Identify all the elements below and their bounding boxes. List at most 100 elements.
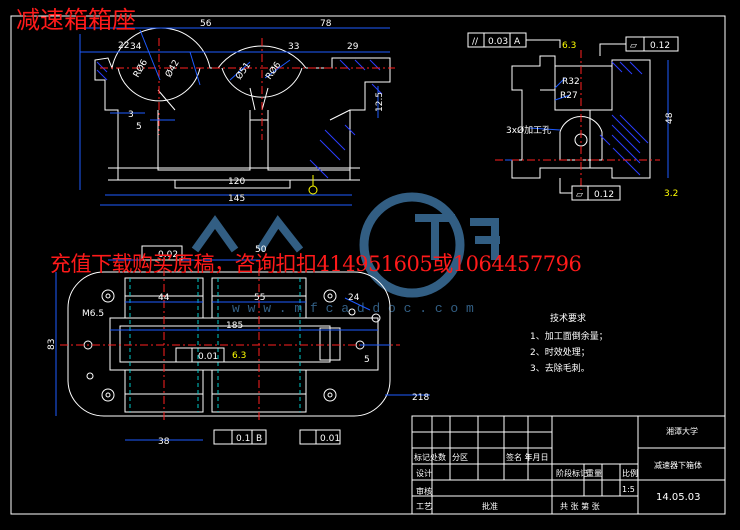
top-inner-box: [109, 317, 379, 371]
top-tol-mid: 0.01: [198, 352, 218, 362]
side-tol-flat-top: [599, 36, 679, 56]
tb-sheets: 共 张 第 张: [560, 501, 600, 511]
tech-item-3: 3、去除毛刺。: [530, 362, 590, 374]
top-dim-5: 5: [364, 355, 370, 365]
side-tol-parallel: [467, 32, 561, 48]
dim-r-big-right: Ø51: [233, 60, 253, 82]
tb-stage: 阶段标记: [556, 468, 588, 478]
side-centerlines: [495, 50, 660, 190]
tb-sign-date: 签名 年月日: [506, 452, 549, 462]
front-datum-circle: [308, 185, 318, 195]
dim-120: 120: [228, 177, 245, 187]
front-inner-walls: [157, 110, 350, 171]
top-tol-bottom: 0.1: [236, 434, 250, 444]
side-view: // 0.03 A 6.3 ▱ 0.12 R32 R27 3xØ加工孔 48 ▱…: [467, 32, 679, 201]
tol-flat-top-value: 0.12: [650, 41, 670, 51]
top-bolt-holes: [83, 289, 381, 402]
tech-item-1: 1、加工面倒余量；: [530, 330, 608, 342]
top-dim-218: 218: [412, 393, 429, 403]
side-hatch: [599, 61, 649, 176]
tb-approve: 批准: [482, 501, 498, 511]
top-tol-frames: [141, 245, 341, 445]
top-outline: [67, 271, 391, 417]
side-dims: [505, 60, 669, 178]
top-dim-50: 50: [255, 245, 267, 255]
dim-34: 34: [130, 42, 142, 52]
note-holes: 3xØ加工孔: [506, 125, 551, 136]
dim-r27: R27: [560, 91, 578, 101]
tech-requirements: 技术要求 1、加工面倒余量； 2、时效处理； 3、去除毛刺。: [530, 312, 608, 374]
top-dim-38: 38: [158, 437, 170, 447]
top-dim-185: 185: [226, 321, 243, 331]
watermark-circle-icon: [359, 192, 465, 298]
dim-r-small-right: RØ6: [263, 60, 283, 82]
tb-design: 设计: [416, 468, 432, 478]
watermark-logo: w w w . m f c a d d o c . c o m: [191, 192, 500, 316]
side-tol-flat-bottom: [559, 178, 621, 201]
dim-r-small-left: Ø42: [163, 58, 182, 80]
top-roughness-mid: 6.3: [232, 351, 246, 361]
tol-parallel-symbol: //: [472, 37, 479, 47]
tol-flat-bottom-value: 0.12: [594, 190, 614, 200]
tb-ratio: 比例: [622, 468, 638, 478]
side-boss: [559, 116, 603, 161]
front-ribs: [157, 87, 351, 121]
top-text: 0.02 50 44 55 M6.5 83 185 24 5 218 38 0.…: [47, 245, 429, 447]
tb-drawing-name: 减速器下箱体: [654, 460, 702, 470]
dim-33: 33: [288, 42, 299, 52]
dim-56: 56: [200, 19, 212, 29]
dim-22: 22: [118, 41, 129, 51]
top-dim-55: 55: [254, 293, 265, 303]
dim-78: 78: [320, 19, 332, 29]
dim-12-5: 12.5: [375, 92, 385, 112]
watermark-glyphs: [191, 214, 500, 260]
dim-29: 29: [347, 42, 359, 52]
top-centerlines: [60, 268, 400, 420]
top-tol-bottom-datum: B: [256, 434, 262, 444]
top-tol-bottom-right: 0.01: [320, 434, 340, 444]
tol-parallel-value: 0.03: [488, 37, 508, 47]
dim-145: 145: [228, 194, 245, 204]
top-dim-83: 83: [47, 339, 57, 350]
dim-5: 5: [136, 122, 142, 132]
drawing-title-overlay: 减速箱箱座: [16, 6, 136, 34]
top-view: 0.02 50 44 55 M6.5 83 185 24 5 218 38 0.…: [47, 245, 430, 447]
top-tol-top: 0.02: [158, 250, 178, 260]
top-slot: [319, 327, 341, 361]
tb-weight: 重量: [586, 468, 602, 478]
top-dim-44: 44: [158, 293, 170, 303]
front-centerlines: [100, 38, 395, 140]
tol-parallel-datum: A: [514, 37, 521, 47]
tech-title: 技术要求: [550, 312, 586, 324]
tech-item-2: 2、时效处理；: [530, 346, 590, 358]
side-text: // 0.03 A 6.3 ▱ 0.12 R32 R27 3xØ加工孔 48 ▱…: [472, 37, 678, 200]
watermark-url: w w w . m f c a d d o c . c o m: [232, 301, 474, 316]
tb-mark: 标记处数: [414, 452, 446, 462]
top-dim-24: 24: [348, 293, 360, 303]
front-dims: [79, 27, 390, 206]
dim-r32: R32: [562, 77, 580, 87]
tb-drawing-number: 14.05.03: [656, 492, 701, 503]
dim-height: 48: [665, 112, 675, 124]
tol-flat-top-symbol: ▱: [630, 41, 637, 51]
title-block: 湘潭大学 减速器下箱体 14.05.03 1:5 标记处数 分区 签名 年月日 …: [411, 415, 726, 515]
tb-review: 审核: [416, 486, 432, 496]
tb-university: 湘潭大学: [666, 426, 698, 436]
top-dims: [55, 259, 430, 441]
top-dim-m6: M6.5: [82, 309, 104, 319]
download-ad-overlay: 充值下载购买原稿，咨询扣扣414951605或1064457796: [50, 252, 582, 276]
dim-3: 3: [128, 110, 134, 120]
front-view: 22 34 56 33 78 29 RØ6 Ø42 Ø51 RØ6 3 5 12…: [79, 19, 395, 206]
sheet-border: [10, 15, 726, 515]
top-inner-cavity: [119, 325, 331, 363]
tb-process: 工艺: [416, 502, 432, 511]
roughness-top: 6.3: [562, 41, 576, 51]
front-bore-left: [117, 67, 201, 102]
front-hatch: [96, 59, 383, 179]
tol-flat-bottom-symbol: ▱: [576, 190, 583, 200]
roughness-bottom: 3.2: [664, 189, 678, 199]
front-outline: [94, 27, 391, 181]
tb-zone: 分区: [452, 453, 468, 462]
tb-scale: 1:5: [622, 485, 635, 494]
